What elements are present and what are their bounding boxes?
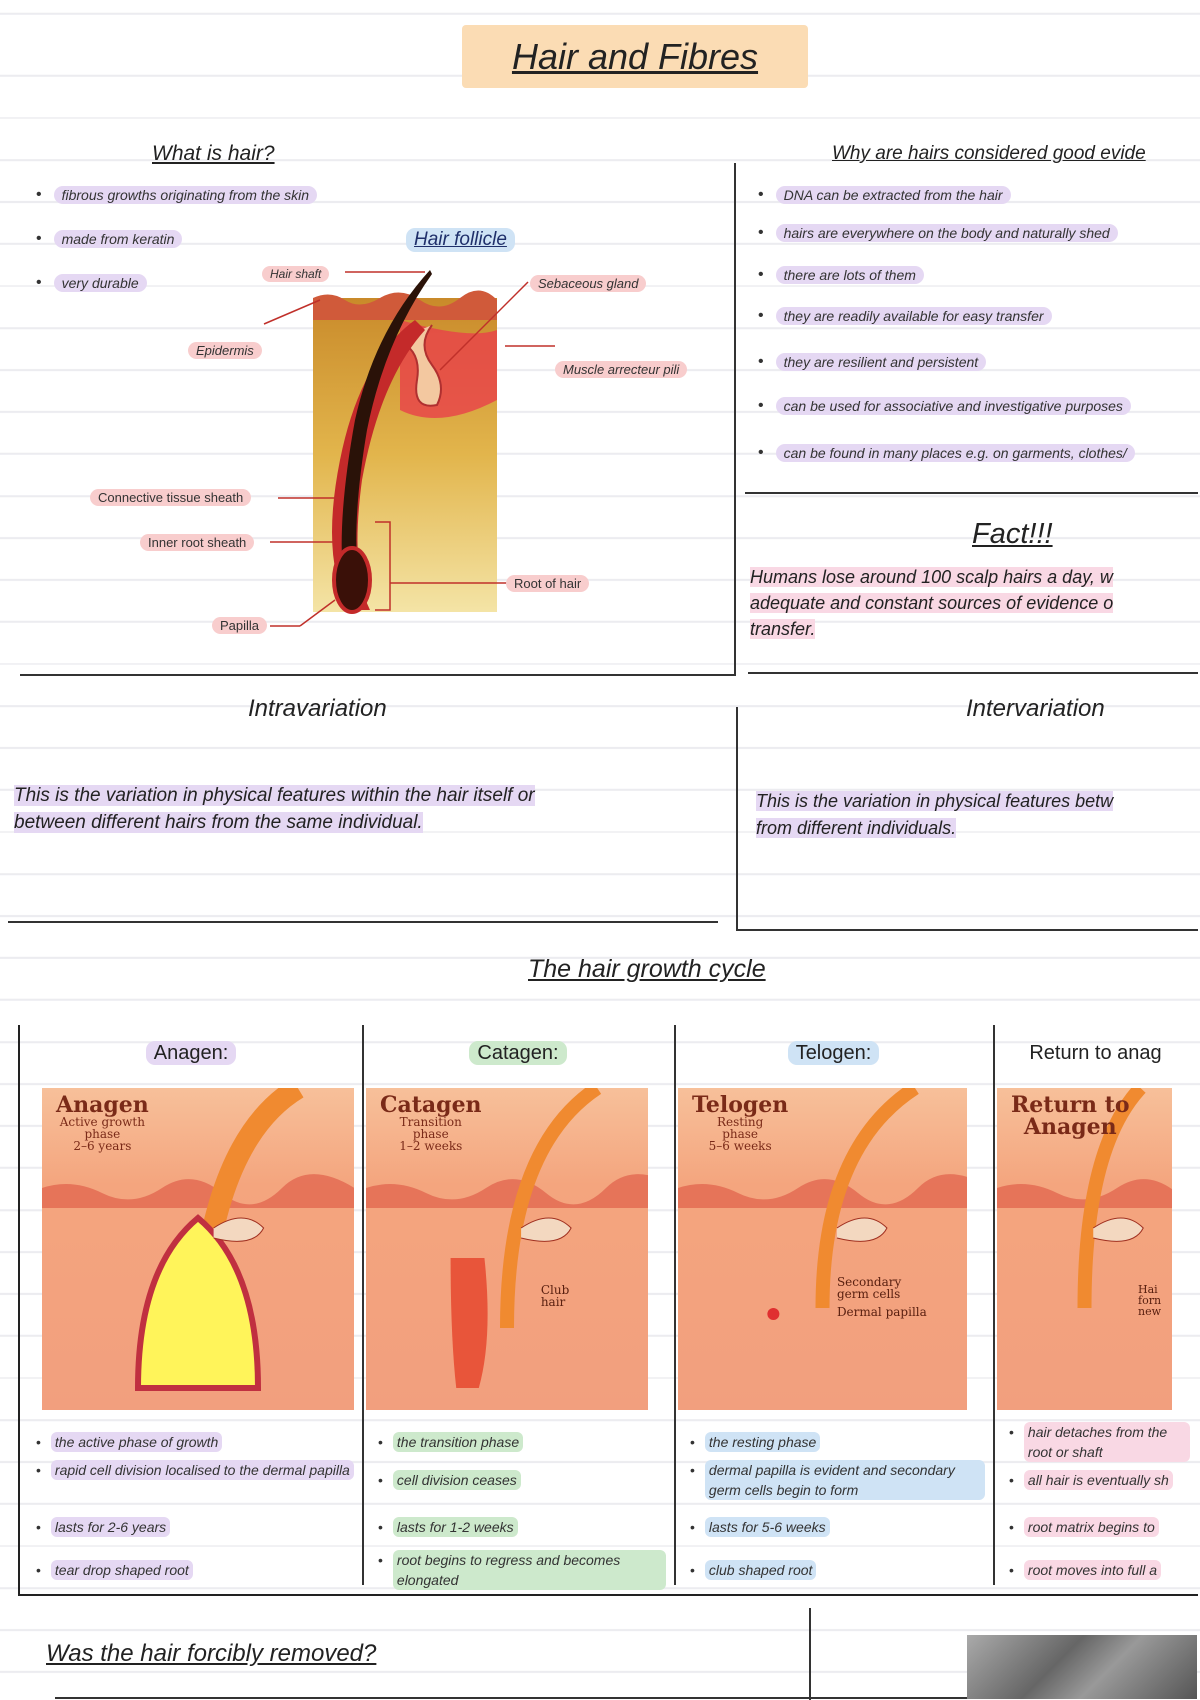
label-connective-tissue-sheath: Connective tissue sheath bbox=[90, 489, 252, 506]
list-item: •lasts for 2-6 years bbox=[36, 1517, 354, 1537]
column-divider bbox=[674, 1025, 676, 1585]
list-item: •there are lots of them bbox=[758, 266, 1196, 284]
list-item: •they are resilient and persistent bbox=[758, 353, 1196, 371]
phase-heading: Return to anag bbox=[1029, 1042, 1162, 1064]
label-muscle-arrecteur-pili: Muscle arrecteur pili bbox=[555, 361, 688, 378]
title-box: Hair and Fibres bbox=[462, 25, 808, 88]
list-item: •DNA can be extracted from the hair bbox=[758, 186, 1196, 204]
list-item: •lasts for 1-2 weeks bbox=[378, 1517, 666, 1537]
intravariation-heading: Intravariation bbox=[248, 695, 387, 722]
list-item: •root moves into full a bbox=[1009, 1560, 1190, 1580]
list-item: •the transition phase bbox=[378, 1432, 666, 1452]
growth-cycle-table bbox=[18, 1025, 1198, 1596]
divider bbox=[736, 707, 738, 931]
phase-heading: Catagen: bbox=[362, 1041, 674, 1065]
label-root-of-hair: Root of hair bbox=[506, 575, 590, 592]
phase-heading: Telogen: bbox=[674, 1041, 993, 1065]
label-hair-shaft: Hair shaft bbox=[262, 266, 330, 282]
divider bbox=[748, 672, 1198, 674]
list-item: •can be found in many places e.g. on gar… bbox=[758, 444, 1196, 462]
column-divider bbox=[362, 1025, 364, 1585]
list-item: •made from keratin bbox=[36, 230, 183, 248]
list-item: •rapid cell division localised to the de… bbox=[36, 1460, 354, 1480]
list-item: •lasts for 5-6 weeks bbox=[690, 1517, 985, 1537]
intravariation-text: This is the variation in physical featur… bbox=[14, 785, 535, 833]
divider bbox=[55, 1697, 1125, 1699]
evidence-heading: Why are hairs considered good evide bbox=[832, 143, 1146, 164]
list-item: •dermal papilla is evident and secondary… bbox=[690, 1460, 985, 1500]
list-item: •cell division ceases bbox=[378, 1470, 666, 1490]
label-sebaceous-gland: Sebaceous gland bbox=[530, 275, 647, 292]
divider bbox=[736, 929, 1198, 931]
column-divider bbox=[993, 1025, 995, 1585]
divider bbox=[745, 492, 1198, 494]
fact-heading: Fact!!! bbox=[972, 518, 1053, 550]
hair-illustration bbox=[42, 1088, 354, 1391]
list-item: •they are readily available for easy tra… bbox=[758, 307, 1196, 325]
label-papilla: Papilla bbox=[212, 617, 268, 634]
growth-cycle-heading: The hair growth cycle bbox=[528, 955, 766, 983]
hair-illustration bbox=[997, 1088, 1172, 1309]
fact-text: Humans lose around 100 scalp hairs a day… bbox=[750, 567, 1114, 639]
page-title: Hair and Fibres bbox=[511, 35, 759, 77]
list-item: •fibrous growths originating from the sk… bbox=[36, 186, 318, 204]
phase-heading: Anagen: bbox=[20, 1041, 362, 1065]
hair-illustration bbox=[366, 1088, 648, 1388]
hair-follicle-diagram bbox=[263, 270, 555, 627]
list-item: •hair detaches from the root or shaft bbox=[1009, 1422, 1190, 1462]
list-item: •root begins to regress and becomes elon… bbox=[378, 1550, 666, 1590]
hair-follicle-title: Hair follicle bbox=[406, 228, 515, 252]
list-item: •very durable bbox=[36, 274, 147, 292]
list-item: •club shaped root bbox=[690, 1560, 985, 1580]
hair-illustration bbox=[678, 1088, 967, 1320]
what-is-hair-heading: What is hair? bbox=[152, 142, 275, 165]
divider bbox=[809, 1608, 811, 1700]
list-item: •root matrix begins to bbox=[1009, 1517, 1190, 1537]
divider bbox=[734, 163, 736, 676]
intervariation-heading: Intervariation bbox=[966, 695, 1105, 722]
divider bbox=[8, 921, 718, 923]
label-epidermis: Epidermis bbox=[188, 342, 262, 359]
list-item: •the active phase of growth bbox=[36, 1432, 354, 1452]
divider bbox=[20, 674, 736, 676]
intervariation-text: This is the variation in physical featur… bbox=[756, 791, 1114, 838]
list-item: •hairs are everywhere on the body and na… bbox=[758, 224, 1196, 242]
sem-hair-root-image bbox=[967, 1635, 1197, 1699]
label-inner-root-sheath: Inner root sheath bbox=[140, 534, 255, 551]
list-item: •tear drop shaped root bbox=[36, 1560, 354, 1580]
list-item: •can be used for associative and investi… bbox=[758, 397, 1196, 415]
list-item: •all hair is eventually sh bbox=[1009, 1470, 1190, 1490]
list-item: •the resting phase bbox=[690, 1432, 985, 1452]
forcibly-removed-heading: Was the hair forcibly removed? bbox=[46, 1640, 377, 1667]
